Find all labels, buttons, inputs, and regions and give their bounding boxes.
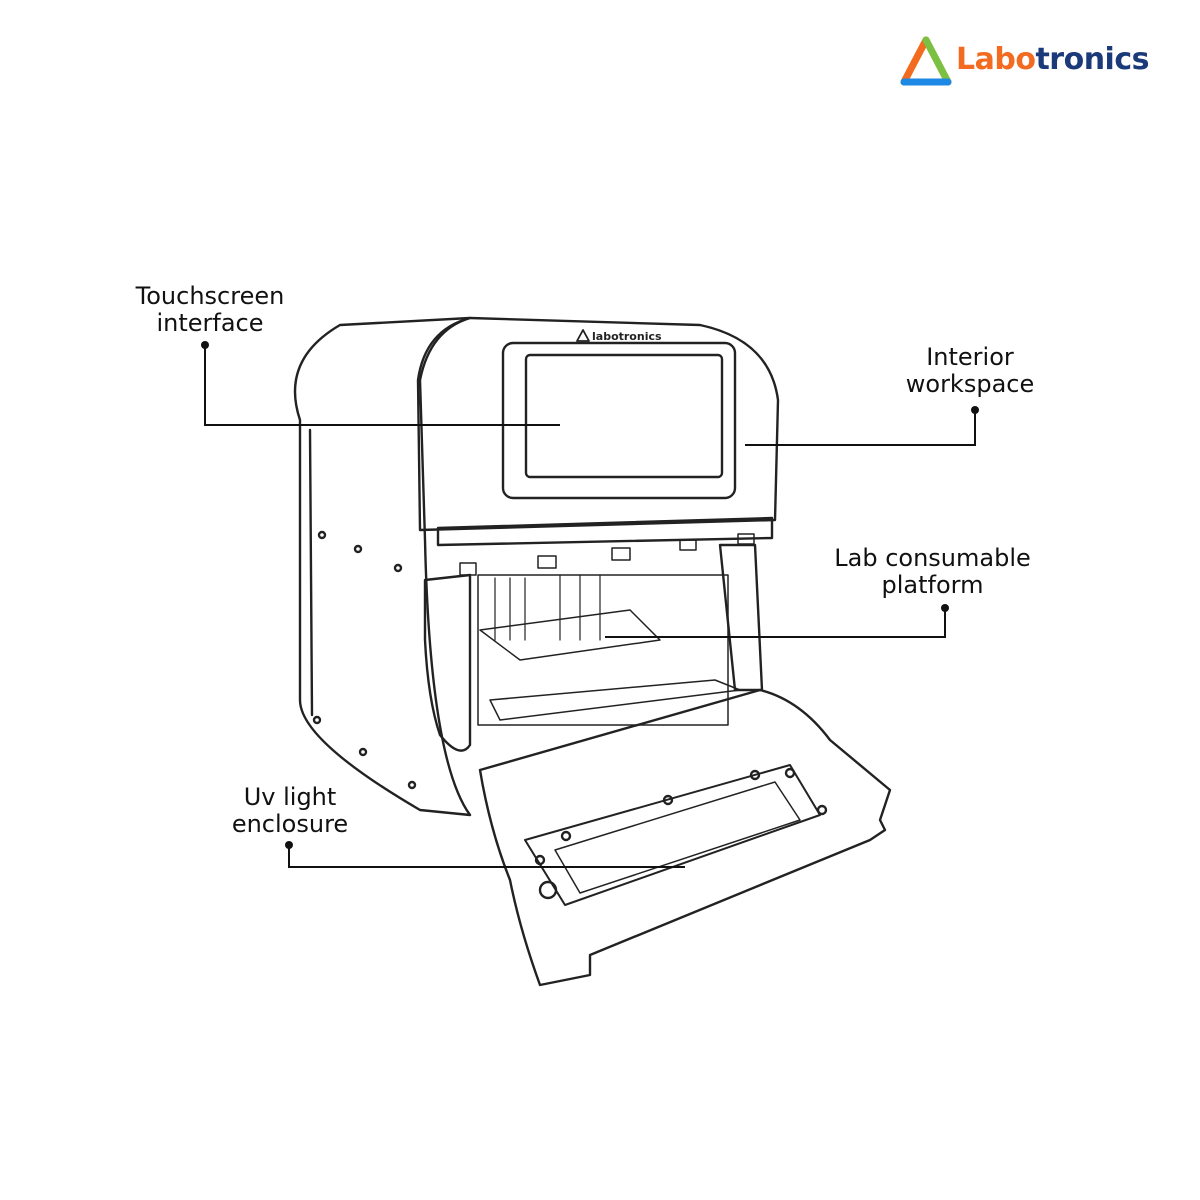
interior-workspace [477, 574, 729, 726]
touchscreen-display [524, 353, 724, 479]
consumable-platform [479, 609, 661, 661]
platform-leader [605, 608, 946, 638]
interior-leader [745, 410, 976, 446]
callout-platform: Lab consumable platform [834, 544, 1031, 599]
badge-triangle-icon [576, 329, 590, 342]
brand-logo: Labotronics [900, 36, 1160, 92]
callout-touchscreen: Touchscreen interface [135, 282, 285, 337]
device-badge-text: labotronics [592, 330, 662, 343]
device-front-housing [416, 316, 780, 532]
brand-name: Labotronics [956, 42, 1149, 77]
device-side-panel [293, 316, 472, 817]
uv-dot [285, 841, 293, 849]
touchscreen-leader [204, 345, 560, 426]
callout-interior: Interior workspace [905, 343, 1035, 398]
interior-dot [971, 406, 979, 414]
touchscreen-dot [201, 341, 209, 349]
uv-light-enclosure [478, 688, 892, 987]
touchscreen-bezel [501, 341, 737, 500]
logo-triangle-icon [900, 36, 952, 86]
platform-dot [941, 604, 949, 612]
callout-uv: Uv light enclosure [231, 783, 349, 838]
uv-leader [288, 845, 685, 868]
